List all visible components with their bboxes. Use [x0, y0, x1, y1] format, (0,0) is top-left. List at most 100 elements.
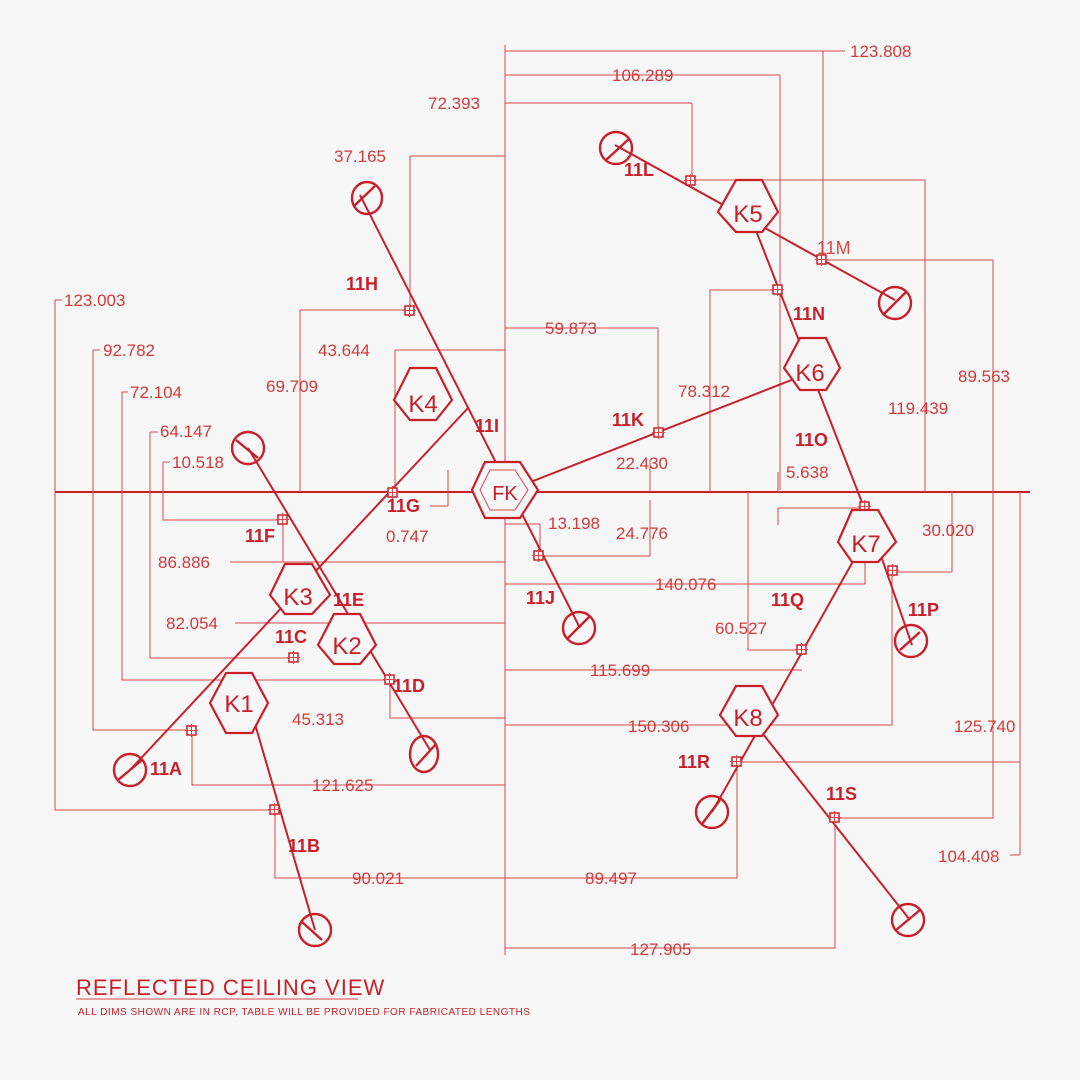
branch-label: 11S: [826, 784, 857, 804]
branch-label: 11K: [612, 410, 644, 430]
kit-label: K2: [332, 633, 361, 660]
dimension-value: 127.905: [630, 940, 691, 959]
dimension-value: 69.709: [266, 377, 318, 396]
sprinkler-head-icon: [893, 623, 929, 659]
branch-label: 11N: [793, 304, 825, 324]
drawing-title: REFLECTED CEILING VIEW: [76, 975, 385, 1000]
sprinkler-head-icon: [112, 752, 148, 788]
dimension-value: 123.003: [64, 291, 125, 310]
kit-marker-k7: K7: [836, 508, 898, 564]
fitting-cross-icon: [815, 253, 828, 266]
kit-label: K8: [733, 705, 762, 732]
dimension-value: 72.393: [428, 94, 480, 113]
sprinkler-head-icon: [350, 180, 384, 216]
dimension-value: 104.408: [938, 847, 999, 866]
branch-label: 11P: [908, 600, 939, 620]
kit-marker-k4: K4: [392, 366, 454, 422]
center-kit-label: FK: [492, 483, 518, 505]
kit-marker-k3: K3: [268, 562, 332, 616]
fitting-cross-icon: [268, 803, 281, 816]
branch-label: 11I: [475, 416, 499, 436]
fitting-cross-icon: [730, 755, 743, 768]
dimension-value: 90.021: [352, 869, 404, 888]
branch-label: 11L: [624, 160, 654, 180]
fitting-cross-icon: [652, 426, 665, 439]
dimension-value: 72.104: [130, 383, 182, 402]
dimension-value: 30.020: [922, 521, 974, 540]
fitting-cross-icon: [185, 724, 198, 737]
fitting-cross-icon: [276, 513, 289, 526]
fitting-cross-icon: [532, 549, 545, 562]
sprinkler-head-icon: [877, 285, 913, 321]
sprinkler-head-icon: [561, 610, 597, 646]
dimension-value: 121.625: [312, 776, 373, 795]
dimension-value: 125.740: [954, 717, 1015, 736]
dimension-value: 123.808: [850, 42, 911, 61]
dimension-value: 13.198: [548, 514, 600, 533]
dimension-value: 22.430: [616, 454, 668, 473]
sprinkler-head-icon: [890, 902, 926, 938]
dimension-value: 60.527: [715, 619, 767, 638]
branch-labels: 11A 11B 11C 11D 11E 11F 11G 11H 11I 11J …: [150, 160, 939, 856]
kit-marker-k5: K5: [716, 178, 780, 234]
branch-label: 11D: [393, 676, 425, 696]
dimension-value: 119.439: [888, 399, 948, 418]
kit-label: K3: [283, 584, 312, 611]
kit-label: K1: [224, 691, 253, 718]
dimension-value: 82.054: [166, 614, 218, 633]
dimension-value: 150.306: [628, 717, 689, 736]
fitting-cross-icon: [386, 486, 399, 499]
fitting-cross-icon: [403, 304, 416, 317]
branch-label: 11G: [387, 496, 420, 516]
sprinkler-heads: [112, 130, 929, 948]
branch-label: 11M: [817, 238, 851, 258]
sprinkler-head-icon: [598, 130, 634, 166]
branch-label: 11Q: [771, 590, 804, 610]
kit-label: K5: [733, 201, 762, 228]
fitting-cross-icon: [287, 651, 300, 664]
branch-label: 11O: [795, 430, 828, 450]
kit-marker-k2: K2: [316, 612, 378, 666]
dimension-value: 115.699: [590, 661, 650, 680]
dimension-value: 43.644: [318, 341, 370, 360]
fitting-cross-icon: [383, 673, 396, 686]
dimension-value: 5.638: [786, 463, 829, 482]
dimension-value: 89.563: [958, 367, 1010, 386]
branch-label: 11F: [245, 526, 275, 546]
kit-marker-k1: K1: [208, 671, 270, 735]
center-kit-hexagon: FK: [470, 460, 540, 520]
kit-label: K7: [851, 531, 880, 558]
dimension-value: 89.497: [585, 869, 637, 888]
dimension-value: 78.312: [678, 382, 730, 401]
fitting-cross-icon: [828, 811, 841, 824]
dimension-value: 140.076: [655, 575, 716, 594]
fitting-cross-icon: [795, 643, 808, 656]
branch-label: 11H: [346, 274, 378, 294]
dimension-value: 64.147: [160, 422, 212, 441]
kit-markers: K1 K2 K3 K4 K5 K6 K7 K8: [208, 178, 898, 738]
fitting-cross-icon: [886, 564, 899, 577]
dimension-value: 86.886: [158, 553, 210, 572]
dimension-value: 106.289: [612, 66, 673, 85]
fitting-cross-icon: [684, 174, 697, 187]
sprinkler-head-icon: [408, 734, 440, 774]
dimension-value: 37.165: [334, 147, 386, 166]
branch-label: 11A: [150, 759, 182, 779]
branch-label: 11C: [275, 627, 307, 647]
dimension-lines: [54, 45, 1030, 955]
fittings: [185, 174, 899, 824]
dimension-value: 24.776: [616, 524, 668, 543]
sprinkler-head-icon: [297, 912, 333, 948]
kit-label: K6: [795, 360, 824, 387]
dimension-value: 59.873: [545, 319, 597, 338]
sprinkler-head-icon: [230, 430, 266, 466]
branch-label: 11J: [526, 588, 555, 608]
dimension-value: 0.747: [386, 527, 429, 546]
branch-label: 11R: [678, 752, 710, 772]
dimension-values: 123.808 106.289 72.393 37.165 123.003 92…: [64, 42, 1015, 959]
fitting-cross-icon: [771, 283, 784, 296]
sprinkler-head-icon: [694, 794, 730, 830]
kit-label: K4: [408, 391, 437, 418]
kit-marker-k8: K8: [718, 684, 780, 738]
